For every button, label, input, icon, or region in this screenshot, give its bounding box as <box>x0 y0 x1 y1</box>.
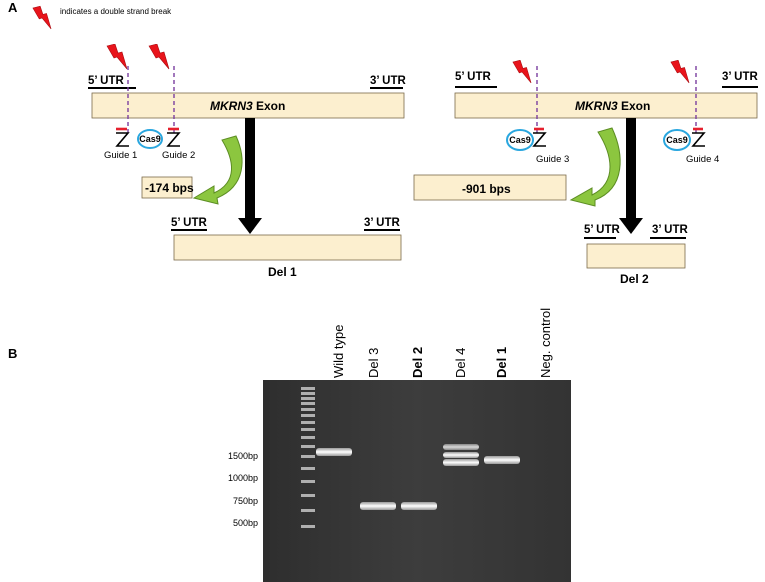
right-utr3-label: 3’ UTR <box>722 71 758 83</box>
band-wild-type <box>316 448 352 456</box>
band-del-1 <box>484 456 520 464</box>
del1-box <box>173 234 402 261</box>
marker-label-500: 500bp <box>233 518 258 528</box>
lane-label-neg-control: Neg. control <box>538 308 553 378</box>
marker-label-1000: 1000bp <box>228 473 258 483</box>
left-utr5-label: 5’ UTR <box>88 75 124 87</box>
lane-label-del-1: Del 1 <box>494 347 509 378</box>
svg-text:Cas9: Cas9 <box>666 135 688 145</box>
del2-label: Del 2 <box>620 272 649 286</box>
del1-label: Del 1 <box>268 265 297 279</box>
right-diagram: 5’ UTR 3’ UTR MKRN3 Exon Cas9 Guide 3 Ca… <box>413 60 758 286</box>
guide-3-icon <box>532 127 547 147</box>
lane-label-wild-type: Wild type <box>331 325 346 378</box>
band-del-4-middle <box>443 452 479 458</box>
left-exon-box <box>91 92 405 119</box>
del2-utr5-label: 5’ UTR <box>584 224 620 236</box>
left-utr3-label: 3’ UTR <box>370 75 406 87</box>
right-utr5-label: 5’ UTR <box>455 71 491 83</box>
del2-utr3-label: 3’ UTR <box>652 224 688 236</box>
panel-b-label: B <box>8 346 17 361</box>
left-green-arrow <box>192 135 243 205</box>
band-del-4-lower <box>443 459 479 466</box>
right-green-arrow <box>569 127 621 207</box>
lane-labels: Wild type Del 3 Del 2 Del 4 Del 1 Neg. c… <box>331 308 553 378</box>
guide-1-icon <box>115 127 130 147</box>
right-down-arrow <box>619 118 643 234</box>
right-deletion-label: -901 bps <box>462 182 511 196</box>
lightning-bolt-icon <box>32 5 52 30</box>
lane-label-del-2: Del 2 <box>410 347 425 378</box>
guide-3-label: Guide 3 <box>536 154 569 165</box>
right-deletion-box <box>413 174 567 201</box>
cas9-icon: Cas9 <box>663 129 691 151</box>
lightning-bolt-icon <box>670 60 690 84</box>
svg-text:Cas9: Cas9 <box>509 135 531 145</box>
guide-2-icon <box>166 127 181 147</box>
del1-utr5-label: 5’ UTR <box>171 217 207 229</box>
band-del-3 <box>360 502 396 510</box>
panel-a-label: A <box>8 0 18 15</box>
left-exon-label: MKRN3 Exon <box>210 99 285 113</box>
svg-text:Cas9: Cas9 <box>139 134 161 144</box>
lightning-bolt-icon <box>148 44 170 70</box>
guide-4-label: Guide 4 <box>686 154 719 165</box>
band-del-2 <box>401 502 437 510</box>
band-del-4-upper <box>443 444 479 450</box>
guide-4-icon <box>691 127 706 147</box>
cas9-icon: Cas9 <box>137 129 163 149</box>
legend-text: indicates a double strand break <box>60 7 172 16</box>
guide-2-label: Guide 2 <box>162 150 195 161</box>
cas9-icon: Cas9 <box>506 129 534 151</box>
guide-1-label: Guide 1 <box>104 150 137 161</box>
marker-label-750: 750bp <box>233 496 258 506</box>
left-down-arrow <box>238 118 262 234</box>
del1-utr3-label: 3’ UTR <box>364 217 400 229</box>
del2-box <box>586 243 686 269</box>
marker-label-1500: 1500bp <box>228 451 258 461</box>
left-diagram: 5’ UTR 3’ UTR MKRN3 Exon Cas9 Guide 1 Gu… <box>88 44 406 279</box>
lane-label-del-3: Del 3 <box>366 348 381 378</box>
ladder-lane <box>301 387 315 528</box>
lane-label-del-4: Del 4 <box>453 348 468 378</box>
gel-image <box>263 380 571 582</box>
left-deletion-label: -174 bps <box>145 181 194 195</box>
right-exon-label: MKRN3 Exon <box>575 99 650 113</box>
lightning-bolt-icon <box>512 60 532 84</box>
lightning-bolt-icon <box>106 44 128 70</box>
right-exon-box <box>454 92 758 119</box>
left-deletion-box <box>141 176 193 199</box>
